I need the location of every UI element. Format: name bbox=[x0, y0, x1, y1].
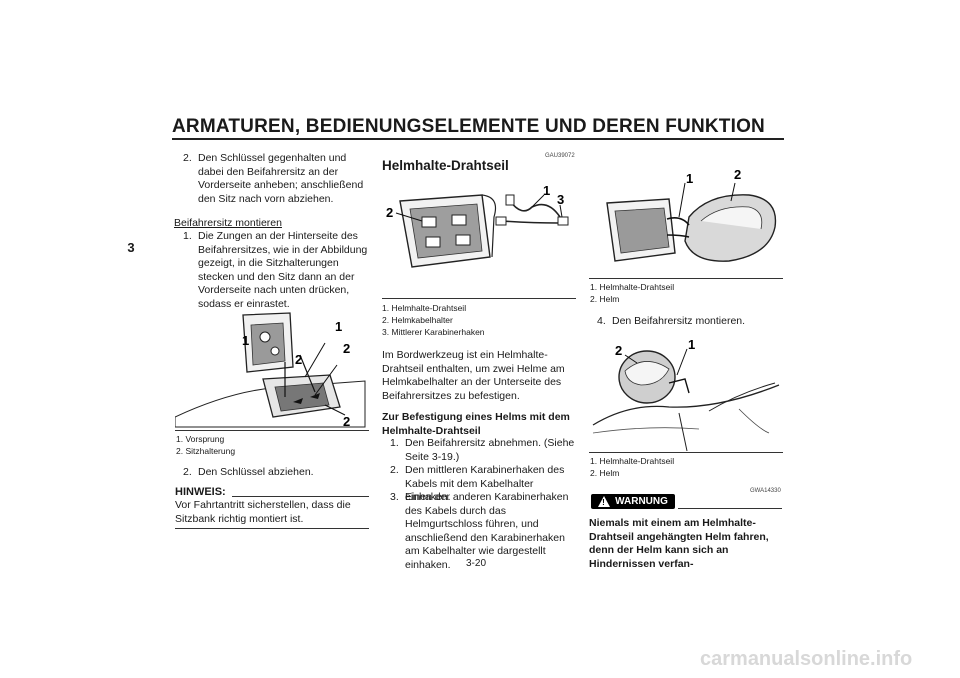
step-number: 4. bbox=[597, 315, 606, 327]
legend-item: 1. Helmhalte-Drahtseil bbox=[382, 303, 467, 313]
legend-item: 1. Vorsprung bbox=[176, 434, 225, 444]
warning-badge: ! WARNUNG bbox=[591, 494, 675, 509]
step-text: Den Beifahrersitz abnehmen. (Siehe Seite… bbox=[405, 437, 575, 463]
col2-step-3: 3. Einen der anderen Karabinerhaken des … bbox=[390, 491, 578, 572]
divider bbox=[175, 528, 369, 529]
legend-item: 1. Helmhalte-Drahtseil bbox=[590, 456, 675, 466]
legend-item: 2. Sitzhalterung bbox=[176, 446, 236, 456]
page-title: ARMATUREN, BEDIENUNGSELEMENTE UND DEREN … bbox=[172, 116, 765, 137]
section-heading: Helmhalte-Drahtseil bbox=[382, 158, 509, 173]
divider bbox=[678, 508, 782, 509]
step-text: Einen der anderen Karabinerhaken des Kab… bbox=[405, 491, 569, 571]
step-number: 1. bbox=[183, 230, 192, 242]
figure-helmet-on-seat: 1 2 bbox=[589, 165, 784, 277]
col2-step-2: 2. Den mittleren Karabinerhaken des Kabe… bbox=[390, 464, 578, 505]
step-number: 1. bbox=[390, 437, 399, 449]
warning-text: Niemals mit einem am Helmhalte-Drahtseil… bbox=[589, 517, 769, 570]
divider bbox=[175, 430, 369, 431]
step-text: Den Schlüssel gegenhalten und dabei den … bbox=[198, 152, 364, 205]
fig-label: 1 bbox=[688, 337, 695, 352]
warning-label: WARNUNG bbox=[615, 496, 668, 507]
col1-legend: 1. Vorsprung 2. Sitzhalterung bbox=[176, 433, 235, 457]
fig-label: 2 bbox=[343, 341, 350, 356]
divider bbox=[589, 278, 783, 279]
fig-label: 2 bbox=[343, 414, 350, 429]
legend-item: 1. Helmhalte-Drahtseil bbox=[590, 282, 675, 292]
step-number: 2. bbox=[390, 464, 399, 476]
col2-subhead: Zur Befestigung eines Helms mit dem Helm… bbox=[382, 411, 570, 437]
warning-icon: ! bbox=[598, 496, 611, 507]
col2-legend: 1. Helmhalte-Drahtseil 2. Helmkabelhalte… bbox=[382, 302, 485, 338]
warning-code: GWA14330 bbox=[750, 488, 781, 494]
figure-seat-mounting: 1 1 2 2 2 bbox=[175, 307, 370, 429]
col3-step-4: 4. Den Beifahrersitz montieren. bbox=[597, 315, 783, 329]
col2-step-1: 1. Den Beifahrersitz abnehmen. (Siehe Se… bbox=[390, 437, 578, 464]
step-text: Die Zungen an der Hinterseite des Beifah… bbox=[198, 230, 368, 310]
fig-label: 3 bbox=[557, 192, 564, 207]
fig-label: 2 bbox=[295, 352, 302, 367]
fig-label: 1 bbox=[543, 183, 550, 198]
legend-item: 2. Helm bbox=[590, 468, 620, 478]
fig-label: 2 bbox=[734, 167, 741, 182]
col1-step-2b: 2. Den Schlüssel abziehen. bbox=[183, 466, 368, 480]
step-text: Den Beifahrersitz montieren. bbox=[612, 315, 746, 327]
step-text: Den Schlüssel abziehen. bbox=[198, 466, 314, 478]
divider bbox=[232, 496, 369, 497]
chapter-tab: 3 bbox=[127, 240, 135, 255]
figure-helmet-cable-holder: 2 1 3 bbox=[382, 177, 578, 297]
col3-legend-1: 1. Helmhalte-Drahtseil 2. Helm bbox=[590, 281, 674, 305]
step-number: 3. bbox=[390, 491, 399, 503]
title-rule bbox=[172, 138, 784, 140]
fig-label: 1 bbox=[335, 319, 342, 334]
col2-paragraph: Im Bordwerkzeug ist ein Helmhalte-Drahts… bbox=[382, 349, 565, 402]
legend-item: 2. Helm bbox=[590, 294, 620, 304]
step-text: Den mittleren Karabinerhaken des Kabels … bbox=[405, 464, 565, 503]
col1-subhead: Beifahrersitz montieren bbox=[174, 217, 282, 229]
legend-item: 3. Mittlerer Karabinerhaken bbox=[382, 327, 485, 337]
divider bbox=[589, 452, 783, 453]
col1-step-2: 2. Den Schlüssel gegenhalten und dabei d… bbox=[183, 152, 368, 206]
fig-label: 1 bbox=[242, 333, 249, 348]
col1-step-1: 1. Die Zungen an der Hinterseite des Bei… bbox=[183, 230, 371, 311]
step-number: 2. bbox=[183, 152, 192, 164]
step-number: 2. bbox=[183, 466, 192, 478]
watermark: carmanualsonline.info bbox=[700, 648, 913, 670]
fig-label: 1 bbox=[686, 171, 693, 186]
hinweis-text: Vor Fahrtantritt sicherstellen, dass die… bbox=[175, 499, 351, 525]
hinweis-label: HINWEIS: bbox=[175, 486, 226, 498]
legend-item: 2. Helmkabelhalter bbox=[382, 315, 453, 325]
page-number: 3-20 bbox=[466, 558, 487, 569]
divider bbox=[382, 298, 576, 299]
col3-legend-2: 1. Helmhalte-Drahtseil 2. Helm bbox=[590, 455, 674, 479]
fig-label: 2 bbox=[615, 343, 622, 358]
fig-label: 2 bbox=[386, 205, 393, 220]
figure-helmet-on-bike: 2 1 bbox=[589, 333, 784, 451]
section-code: GAU39072 bbox=[545, 153, 575, 159]
